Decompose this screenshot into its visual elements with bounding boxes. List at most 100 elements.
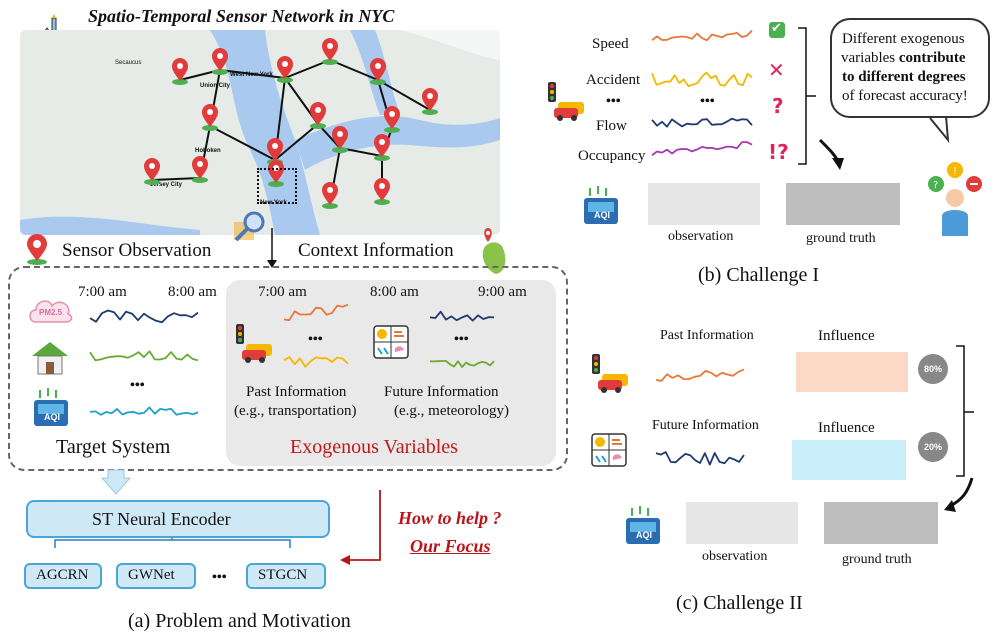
future-series-c — [655, 451, 745, 466]
observation-panel-c — [686, 502, 798, 544]
check-mark-box — [769, 22, 785, 38]
question-mark-icon: ? — [772, 94, 784, 118]
aqi-icon — [34, 388, 68, 426]
network-edge — [219, 69, 286, 79]
bubble-line-2: variables contribute — [841, 50, 966, 67]
sensor-network — [144, 38, 438, 209]
var-flow: Flow — [596, 118, 627, 134]
focus-sensor-box — [257, 168, 297, 204]
target-system-label: Target System — [56, 436, 171, 458]
sensor-pin-icon — [310, 102, 326, 129]
bubble-line-1: Different exogenous — [842, 31, 965, 47]
influence-panel-future — [792, 440, 906, 480]
bubble-line-4: of forecast accuracy! — [842, 88, 968, 104]
influence-label-1: Influence — [818, 328, 875, 344]
past-info-label: Past Information — [246, 384, 347, 400]
sensor-pin-icon — [202, 104, 218, 131]
pm25-icon-text: PM2.5 — [39, 308, 63, 317]
future-info-example: (e.g., meteorology) — [394, 403, 509, 419]
model-ellipsis: ••• — [212, 570, 227, 585]
var-ellipsis: ••• — [606, 94, 621, 109]
observation-label-c: observation — [702, 549, 768, 564]
ground-truth-panel-b — [786, 183, 900, 225]
exogenous-variables-box — [226, 280, 556, 466]
ground-truth-panel-c — [824, 502, 938, 544]
sensor-pin-icon — [374, 134, 390, 161]
traffic-cars-icon-b — [548, 82, 584, 121]
model-stgcn — [246, 563, 326, 589]
pct-badge-1: 80% — [918, 354, 948, 384]
target-and-context-box — [8, 266, 568, 471]
sensor-pin-icon — [277, 56, 293, 83]
future-information-label-c: Future Information — [652, 418, 759, 433]
aqi-icon-text-c: AQI — [636, 530, 653, 540]
map-label-hoboken: Hoboken — [195, 148, 221, 154]
aqi-icon-text-b: AQI — [594, 210, 611, 220]
sensor-pin-icon — [374, 178, 390, 205]
nyc-map: Secaucus West New York Union City Hoboke… — [20, 30, 500, 235]
time-label-700-exo: 7:00 am — [258, 284, 307, 300]
aqi-icon-b — [584, 186, 618, 224]
target-series-house — [89, 350, 199, 362]
exclaim-question-icon: !? — [768, 140, 789, 164]
influence-panel-past — [796, 352, 908, 392]
past-info-example: (e.g., transportation) — [234, 403, 357, 419]
model-agcrn-label: AGCRN — [36, 567, 89, 583]
sensor-pin-icon — [144, 158, 160, 185]
model-stgcn-label: STGCN — [258, 567, 308, 583]
sensor-pin-icon — [384, 106, 400, 133]
magnifier-icon — [234, 211, 265, 242]
st-neural-encoder-box — [26, 500, 330, 538]
sensor-pin-icon — [322, 182, 338, 209]
green-house-icon — [32, 342, 68, 375]
map-label-west-new-york: West New York — [230, 72, 273, 78]
sensor-pin-icon — [322, 38, 338, 65]
model-gwnet-label: GWNet — [128, 567, 175, 583]
sensor-pin-icon — [192, 156, 208, 183]
network-edge — [377, 79, 431, 111]
target-ellipsis: ••• — [130, 378, 145, 393]
context-information-label: Context Information — [298, 240, 454, 261]
target-series-aqi — [89, 406, 199, 416]
sensor-observation-label: Sensor Observation — [62, 240, 212, 261]
network-edge — [209, 125, 276, 161]
time-label-800: 8:00 am — [168, 284, 217, 300]
future-series-1 — [429, 310, 495, 322]
network-edge — [274, 123, 319, 161]
influence-label-2: Influence — [818, 420, 875, 436]
map-label-union-city: Union City — [200, 83, 230, 89]
sensor-pin-icon — [422, 88, 438, 115]
accident-series — [651, 71, 753, 87]
model-agcrn — [24, 563, 102, 589]
series-ellipsis: ••• — [700, 94, 715, 109]
pct-badge-2: 20% — [918, 432, 948, 462]
weather-icon-c — [591, 433, 627, 467]
bubble-plain: variables — [841, 50, 899, 66]
occupancy-series — [651, 141, 753, 157]
encoder-label: ST Neural Encoder — [92, 509, 231, 529]
sensor-pin-icon — [332, 126, 348, 153]
aqi-icon-c — [626, 506, 660, 544]
observation-panel-b — [648, 183, 760, 225]
pm25-cloud-icon — [29, 300, 73, 323]
var-occupancy: Occupancy — [578, 148, 646, 164]
bubble-line-3: to different degrees — [842, 69, 966, 85]
caption-c: (c) Challenge II — [676, 592, 803, 614]
exogenous-variables-label: Exogenous Variables — [290, 436, 458, 458]
sensor-pin-icon — [370, 58, 386, 85]
check-mark-icon: ✔ — [771, 21, 782, 36]
map-title: Spatio-Temporal Sensor Network in NYC — [88, 6, 395, 26]
ground-truth-label-c: ground truth — [842, 552, 912, 567]
map-label-jersey-city: Jersey City — [150, 182, 183, 188]
target-series-pm25 — [89, 309, 199, 324]
speech-bubble — [830, 18, 990, 118]
aqi-icon-text: AQI — [44, 412, 61, 422]
svg-text:!: ! — [953, 166, 957, 177]
ground-truth-label-b: ground truth — [806, 231, 876, 246]
past-series-c — [655, 368, 745, 382]
traffic-cars-icon-c — [592, 354, 628, 393]
